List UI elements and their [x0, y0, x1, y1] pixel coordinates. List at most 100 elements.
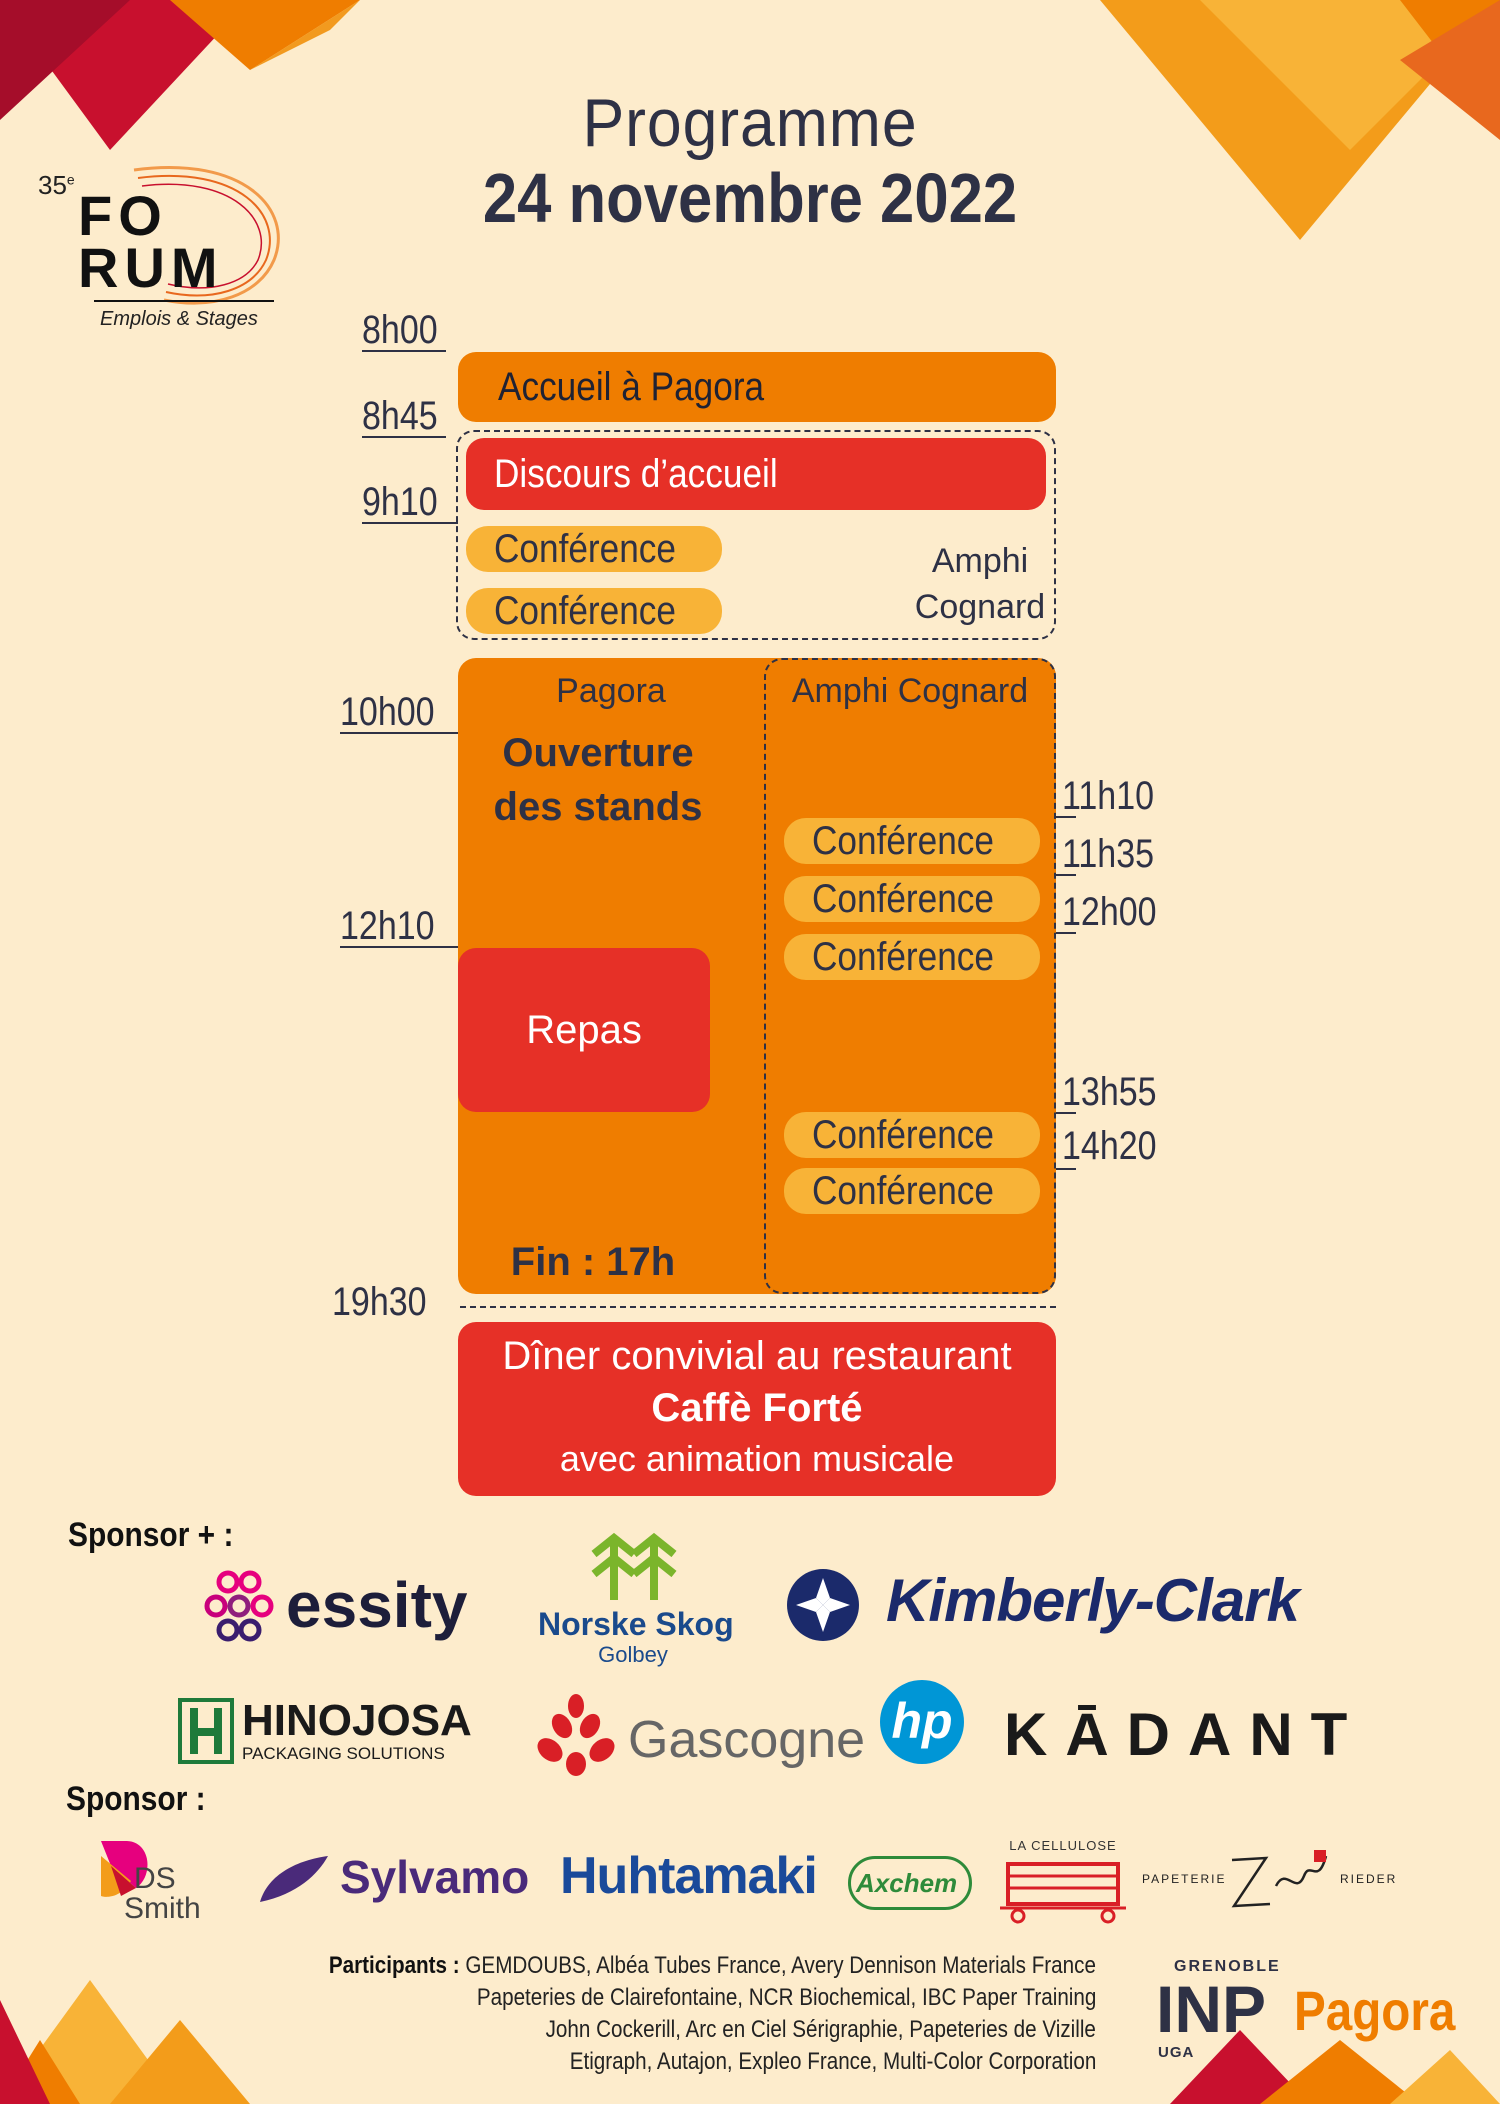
ds-smith-icon — [101, 1841, 148, 1897]
accueil-label: Accueil à Pagora — [498, 365, 765, 409]
sponsor-heading: Sponsor : — [66, 1780, 206, 1818]
amphi-morning-frame — [456, 430, 1056, 640]
time-19h30: 19h30 — [332, 1280, 427, 1324]
zuber-signature-icon — [1231, 1850, 1328, 1908]
conference-label: Conférence — [812, 819, 994, 863]
sylvamo-text: Sylvamo — [340, 1851, 530, 1903]
afternoon-conference-2: Conférence — [784, 876, 1040, 922]
time-13h55: 13h55 — [1062, 1070, 1157, 1114]
zuber-right-text: RIEDER — [1340, 1872, 1398, 1886]
conference-label: Conférence — [494, 527, 676, 571]
amphi-label-line1: Amphi — [931, 542, 1029, 580]
accueil-block: Accueil à Pagora — [458, 352, 1056, 422]
gascogne-logo: Gascogne — [536, 1692, 865, 1782]
time-9h10: 9h10 — [362, 480, 438, 524]
conference-label: Conférence — [812, 877, 994, 921]
time-8h00: 8h00 — [362, 308, 438, 352]
ouverture-line1: Ouverture — [502, 731, 694, 775]
sylvamo-leaf-icon — [260, 1856, 328, 1902]
sponsor-plus-heading: Sponsor + : — [68, 1516, 234, 1554]
time-10h00: 10h00 — [340, 690, 435, 734]
participants-line3: John Cockerill, Arc en Ciel Sérigraphie,… — [545, 2016, 1096, 2043]
ouverture-stands: Ouverture des stands — [458, 726, 738, 834]
conference-label: Conférence — [812, 935, 994, 979]
pagora-logo-text: Pagora — [1294, 1979, 1456, 2042]
gascogne-icon — [537, 1694, 615, 1776]
participants-line4: Etigraph, Autajon, Expleo France, Multi-… — [569, 2048, 1096, 2075]
ds-smith-logo: DS Smith — [96, 1836, 226, 1926]
time-11h35: 11h35 — [1062, 832, 1155, 876]
time-8h45: 8h45 — [362, 394, 438, 438]
grenoble-inp-pagora-logo: GRENOBLE INP UGA Pagora — [1156, 1958, 1456, 2070]
participants-line2: Papeteries de Clairefontaine, NCR Bioche… — [476, 1984, 1096, 2011]
repas-block: Repas — [458, 948, 710, 1112]
ds-smith-line1: DS — [134, 1862, 176, 1895]
forum-logo-subtitle: Emplois & Stages — [100, 308, 258, 330]
amphi-afternoon-frame — [764, 658, 1056, 1294]
time-12h00: 12h00 — [1062, 890, 1157, 934]
forum-edition-suffix: e — [66, 171, 75, 188]
afternoon-conference-5: Conférence — [784, 1168, 1040, 1214]
participants: Participants : GEMDOUBS, Albéa Tubes Fra… — [200, 1950, 1096, 2082]
la-cellulose-text: LA CELLULOSE — [1009, 1838, 1117, 1853]
la-cellulose-logo: LA CELLULOSE — [1000, 1838, 1126, 1930]
kimberly-clark-text: Kimberly-Clark — [886, 1567, 1300, 1634]
corner-decoration-top-right — [1100, 0, 1500, 240]
sylvamo-logo: Sylvamo — [258, 1850, 538, 1914]
norske-text: Norske Skog — [538, 1606, 734, 1642]
afternoon-conference-3: Conférence — [784, 934, 1040, 980]
hinojosa-logo: HINOJOSA PACKAGING SOLUTIONS — [178, 1696, 498, 1766]
ouverture-line2: des stands — [493, 785, 703, 829]
hp-text: hp — [891, 1693, 953, 1749]
fin-label: Fin : 17h — [510, 1240, 676, 1284]
time-11h10: 11h10 — [1062, 774, 1155, 818]
essity-text: essity — [286, 1569, 468, 1641]
conference-label: Conférence — [812, 1113, 994, 1157]
norske-skog-logo: Norske Skog Golbey — [538, 1524, 734, 1670]
divider-19h30 — [460, 1306, 1056, 1308]
gascogne-text: Gascogne — [628, 1711, 866, 1769]
forum-logo-line1: FO — [78, 184, 168, 247]
axchem-oval-icon — [848, 1856, 972, 1910]
kadant-logo: KĀDANT — [1004, 1701, 1366, 1768]
hinojosa-icon — [178, 1698, 234, 1764]
forum-logo-line2: RUM — [78, 236, 224, 299]
event-date: 24 novembre 2022 — [482, 159, 1018, 237]
hinojosa-sub: PACKAGING SOLUTIONS — [242, 1744, 445, 1763]
pagora-label: Pagora — [556, 672, 666, 710]
corner-decoration-bottom-left — [0, 1980, 250, 2104]
ds-smith-line2: Smith — [124, 1892, 201, 1925]
morning-conference-1: Conférence — [466, 526, 722, 572]
uga-text: UGA — [1158, 2044, 1195, 2061]
zuber-rieder-logo: PAPETERIE RIEDER — [1142, 1846, 1402, 1916]
diner-line3: avec animation musicale — [559, 1438, 955, 1479]
amphi-morning-label: Amphi Cognard — [900, 538, 1060, 630]
essity-icon — [204, 1570, 274, 1642]
forum-edition: 35 — [38, 170, 67, 200]
amphi-label-line2: Cognard — [914, 588, 1046, 626]
time-14h20: 14h20 — [1062, 1124, 1157, 1168]
participants-line1: GEMDOUBS, Albéa Tubes France, Avery Denn… — [465, 1952, 1096, 1979]
diner-block: Dîner convivial au restaurant Caffè Fort… — [458, 1322, 1056, 1496]
amphi-cognard-label: Amphi Cognard — [791, 672, 1029, 710]
la-cellulose-cart-icon — [1000, 1862, 1126, 1924]
afternoon-conference-1: Conférence — [784, 818, 1040, 864]
forum-logo: 35e FO RUM Emplois & Stages — [34, 160, 294, 340]
morning-conference-2: Conférence — [466, 588, 722, 634]
inp-text: INP — [1156, 1972, 1267, 2046]
corner-decoration-bottom-right — [1170, 2030, 1500, 2104]
norske-golbey: Golbey — [598, 1642, 668, 1667]
norske-tree-icon — [591, 1532, 677, 1600]
inp-grenoble-text: GRENOBLE — [1174, 1958, 1281, 1975]
discours-label: Discours d’accueil — [494, 452, 778, 496]
huhtamaki-logo: Huhtamaki — [560, 1847, 818, 1905]
conference-label: Conférence — [494, 589, 676, 633]
repas-label: Repas — [526, 1008, 642, 1052]
zuber-left-text: PAPETERIE — [1142, 1872, 1227, 1886]
participants-label: Participants : — [328, 1952, 460, 1979]
afternoon-conference-4: Conférence — [784, 1112, 1040, 1158]
diner-line1: Dîner convivial au restaurant — [502, 1334, 1012, 1378]
time-12h10: 12h10 — [340, 904, 435, 948]
diner-restaurant: Caffè Forté — [651, 1386, 863, 1430]
corner-decoration-top-left — [0, 0, 360, 150]
